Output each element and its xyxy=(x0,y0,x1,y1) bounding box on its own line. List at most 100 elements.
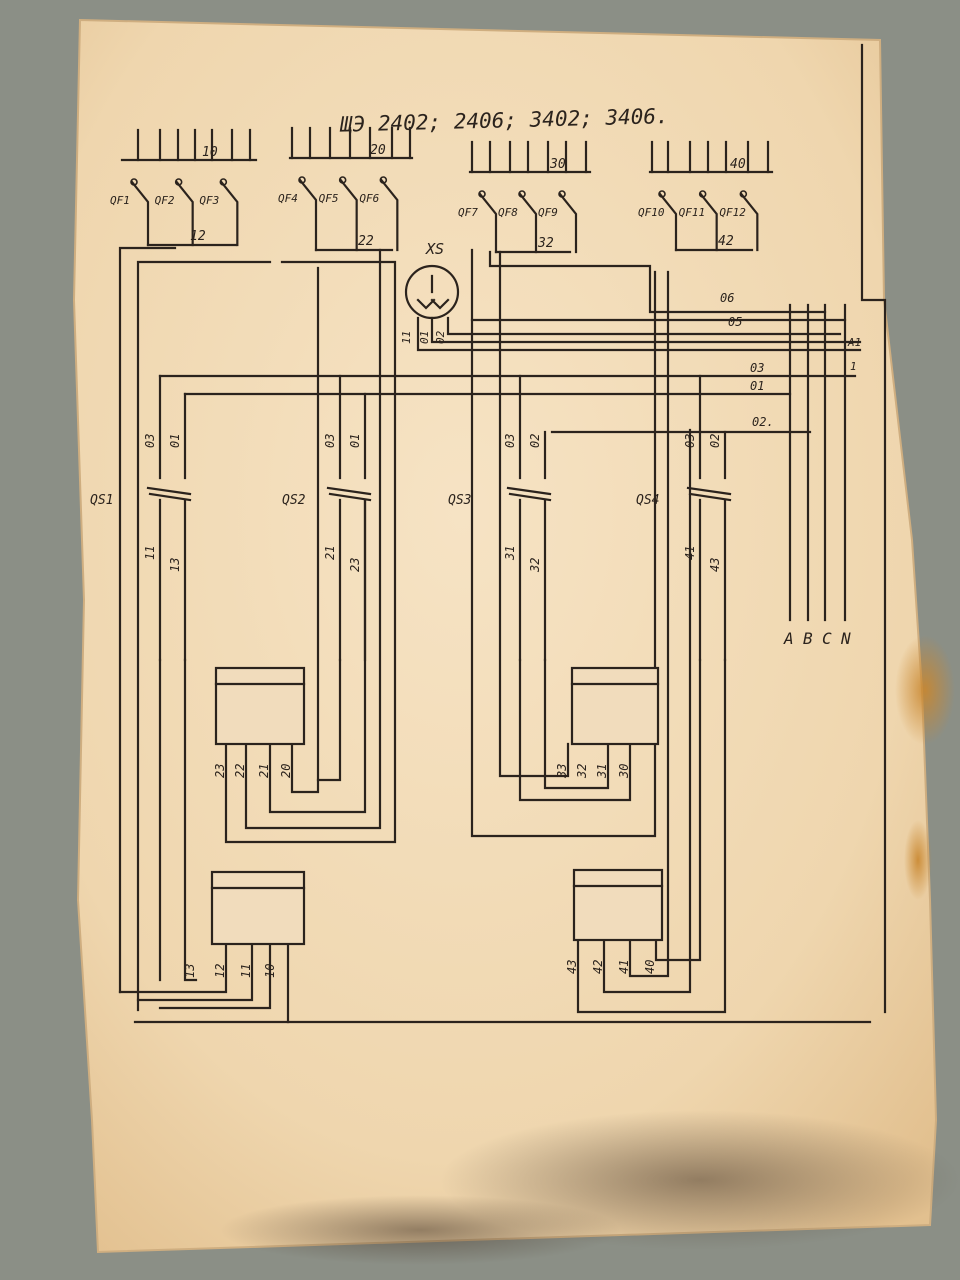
switch-out-label: 43 xyxy=(708,558,722,572)
socket-wire-label: 01 xyxy=(418,331,431,344)
socket-wire-label: 02 xyxy=(434,330,447,344)
switch-out-label: 31 xyxy=(503,546,517,561)
socket-pins xyxy=(416,274,450,310)
terminal-label: A xyxy=(783,629,794,648)
socket-label: XS xyxy=(425,240,444,258)
meter-pin-label: 31 xyxy=(595,764,609,779)
switch-label: QS4 xyxy=(636,493,659,508)
meter-route xyxy=(316,658,342,782)
breaker-pivot xyxy=(739,190,748,198)
meter-route xyxy=(118,942,228,994)
meter-route xyxy=(136,942,254,1002)
switch-label: QS3 xyxy=(448,493,471,508)
breaker-label: QF8 xyxy=(498,206,518,219)
wiring xyxy=(118,43,887,1024)
meter-route xyxy=(290,266,320,794)
socket-wire-label: 11 xyxy=(400,331,413,344)
breaker-label: QF5 xyxy=(319,192,339,205)
breaker-label: QF3 xyxy=(199,194,219,207)
switch-label: QS2 xyxy=(282,493,306,508)
meter-route xyxy=(470,270,657,838)
meter-route xyxy=(602,428,692,994)
meter-route xyxy=(576,658,727,1014)
breaker-contact xyxy=(739,192,759,252)
meter-route xyxy=(628,270,670,978)
meter-route xyxy=(543,658,610,790)
meter-pin-label: 40 xyxy=(643,960,657,974)
meter-pin-label: 33 xyxy=(555,764,569,779)
main-wire-label: 06 xyxy=(720,291,734,305)
meter-pin-label: 21 xyxy=(257,764,271,778)
breaker-pivot xyxy=(658,190,666,198)
terminal-label: C xyxy=(822,629,832,648)
breaker-pivot xyxy=(379,176,388,184)
return-line xyxy=(118,246,177,994)
meter-pin-label: 23 xyxy=(213,764,227,778)
breaker-label: QF10 xyxy=(638,206,665,219)
breaker-contact xyxy=(558,192,578,254)
breaker-contact xyxy=(298,178,318,252)
switch-out-label: 21 xyxy=(323,546,337,560)
meter-route xyxy=(224,260,397,844)
breaker-pivot xyxy=(558,190,566,198)
breaker-pivot xyxy=(478,190,486,198)
socket-wire xyxy=(416,316,862,352)
meter-box xyxy=(572,868,664,942)
group-bus-label: 30 xyxy=(549,157,566,172)
switch-blade xyxy=(326,486,372,502)
breaker-pivot xyxy=(698,190,707,198)
meter-pin-label: 11 xyxy=(239,964,253,978)
terminal-label: B xyxy=(803,629,813,648)
group-out-label: 22 xyxy=(358,234,374,249)
meter-pin-label: 13 xyxy=(183,964,197,978)
breaker-label: QF4 xyxy=(278,192,298,205)
switch-out-label: 11 xyxy=(143,546,157,560)
breaker-label: QF12 xyxy=(719,206,746,219)
main-wire-label: 02. xyxy=(752,415,774,429)
switch-out-label: 23 xyxy=(348,558,362,572)
breaker-label: QF6 xyxy=(359,192,379,205)
terminal-label: N xyxy=(840,629,851,648)
breaker-contact xyxy=(518,192,538,254)
switch-out-label: 13 xyxy=(168,558,182,572)
switch-out-label: 32 xyxy=(528,558,542,573)
meter-box xyxy=(214,666,306,746)
group-bus-label: 20 xyxy=(370,143,386,158)
switch-in-label: 02 xyxy=(708,434,722,448)
switch-blade xyxy=(686,486,732,502)
return-line xyxy=(136,260,272,1012)
meter-box xyxy=(210,870,306,946)
socket-wire xyxy=(430,316,862,344)
meters xyxy=(210,666,664,946)
switch-label: QS1 xyxy=(90,493,113,508)
stain-mark xyxy=(895,635,955,745)
breaker-label: QF1 xyxy=(110,194,130,207)
switch-in-label: 02 xyxy=(528,434,542,448)
meter-route xyxy=(518,658,632,802)
frame-line xyxy=(860,43,887,1014)
breaker-pivot xyxy=(298,176,306,184)
meter-route xyxy=(244,248,382,830)
breaker-pivot xyxy=(518,190,526,198)
breaker-pivot xyxy=(174,178,183,186)
meter-route xyxy=(654,658,702,962)
breaker-contact xyxy=(130,180,150,247)
meter-route xyxy=(158,942,272,1010)
switch-in-label: 03 xyxy=(323,434,337,448)
meter-pin-label: 22 xyxy=(233,764,247,778)
meter-pin-label: 30 xyxy=(617,764,631,779)
stain-mark xyxy=(904,820,932,900)
switch-in-label: 03 xyxy=(143,434,157,448)
meter-pin-label: 42 xyxy=(591,960,605,974)
burn-mark xyxy=(220,1195,620,1265)
breaker-pivot xyxy=(219,178,228,186)
terminal-mark: 1 xyxy=(850,360,857,373)
breaker-contact xyxy=(175,180,194,247)
group-out-label: 32 xyxy=(537,236,554,251)
meter-pin-label: 32 xyxy=(575,764,589,779)
breaker-label: QF9 xyxy=(538,206,558,219)
meter-route xyxy=(183,658,198,982)
breaker-label: QF11 xyxy=(679,206,706,219)
